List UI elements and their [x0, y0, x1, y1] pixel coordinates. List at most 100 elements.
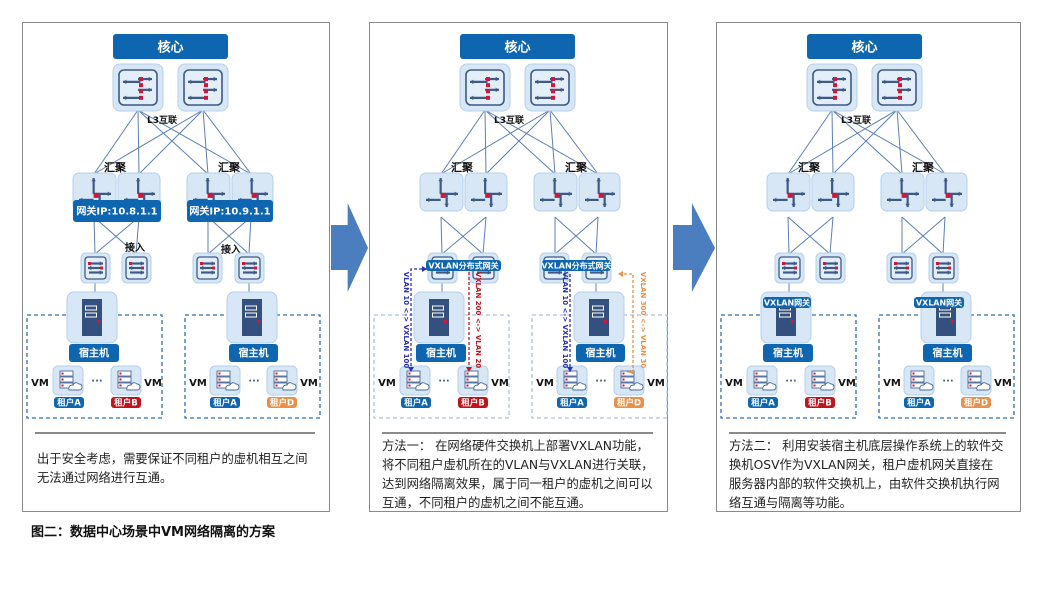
tenant-b-label-bg [805, 397, 835, 408]
core-agg-link [137, 109, 140, 175]
port-dot [833, 83, 837, 88]
port-dot [129, 262, 132, 265]
port-dot [242, 262, 245, 265]
port-dot [835, 266, 838, 270]
arrow-right-head [213, 87, 217, 93]
port-dot [551, 95, 555, 100]
aggregation-switch-icon [533, 172, 578, 212]
gateway-ip-label-bg [187, 200, 273, 222]
server-slot [464, 376, 479, 383]
core-switch-icon [177, 63, 229, 112]
core-label-bg [113, 34, 228, 59]
vxlan-gateway-label-text: VXLAN网关 [916, 297, 962, 307]
aggregation-label: 汇聚 [565, 161, 588, 174]
slot-led [61, 378, 64, 381]
arrow-right-head [611, 191, 615, 197]
access-switch-icon [815, 252, 846, 284]
cloud-icon [820, 382, 835, 391]
access-switch-icon [121, 252, 152, 284]
core-agg-link [93, 109, 204, 175]
port-dot [898, 95, 902, 100]
arrow-up-head [829, 178, 835, 182]
description-line: 服务器内部的软件交换机上，由软件交换机执行网 [729, 477, 1000, 491]
agg-access-link [482, 216, 487, 255]
port-dot [100, 266, 103, 270]
core-agg-link [440, 109, 486, 175]
tenant-d-label-text: 租户D [270, 398, 294, 409]
port-dot [139, 83, 143, 88]
vlan-mapping-label: VLAN 10 <-> VXLAN 100 [402, 272, 410, 369]
divider [35, 432, 315, 434]
vlan-mapping-arrow [410, 268, 427, 372]
port-dot [833, 77, 837, 82]
gateway-ip-label-text: 网关IP:10.8.1.1 [76, 205, 157, 218]
core-agg-link [137, 109, 252, 175]
host-label-bg [416, 344, 466, 362]
vxlan-distributed-gateway-label-text: VXLAN分布式网关 [428, 260, 498, 270]
vm-label: VM [647, 378, 665, 389]
aggregation-switch-icon [811, 172, 855, 212]
arrow-left-head [932, 197, 936, 203]
arrow-right-head [253, 270, 257, 275]
port-dot [901, 192, 907, 198]
slot-led [408, 372, 411, 375]
drive-bay [592, 312, 604, 318]
slot-led [218, 378, 221, 381]
slot-led [565, 384, 568, 387]
vm-label: VM [378, 378, 396, 389]
arrow-right-head [793, 270, 797, 275]
slot-led [755, 384, 758, 387]
arrow-right-head [99, 270, 103, 275]
description-line: 达到网络隔离效果，属于同一租户的虚机之间可以 [382, 477, 653, 491]
vxlan-gateway-label-text: VXLAN网关 [764, 297, 810, 307]
arrow-right-head [495, 76, 499, 82]
l3-interconnect-label: L3互联 [147, 114, 178, 126]
cloud-icon [126, 382, 141, 391]
panel-method-two: 方法二： 利用安装宿主机底层操作系统上的软件交 换机OSV作为VXLAN网关，租… [716, 22, 1021, 512]
slot-led [969, 378, 972, 381]
tenant-a-label-bg [54, 397, 84, 408]
vxlan-distributed-gateway-label-bg [542, 260, 611, 271]
core-agg-link [831, 109, 834, 175]
core-agg-link [831, 109, 946, 175]
agg-access-link [94, 216, 140, 255]
tenant-a-label: 租户A [401, 397, 431, 409]
description-line: 将不同租户虚机所在的VLAN与VXLAN进行关联， [382, 458, 654, 472]
slot-led [466, 384, 469, 387]
agg-access-link [787, 216, 790, 255]
host-label: 宿主机 [923, 344, 972, 362]
core-agg-link [787, 109, 833, 175]
cloud-icon [473, 382, 488, 391]
tenant-d-label-text: 租户D [964, 398, 988, 409]
l3-interconnect-label: L3互联 [494, 114, 525, 126]
arrow-right-head [140, 261, 144, 266]
host-label-text: 宿主机 [933, 347, 963, 360]
arrow-right-head [905, 261, 909, 266]
core-switch-icon [112, 63, 164, 112]
drive-bay [779, 312, 791, 318]
description-line: 无法通过网络进行互通。 [37, 471, 173, 485]
arrow-up-head [596, 178, 601, 182]
port-dot [251, 192, 257, 198]
power-led [791, 320, 794, 323]
drive-bay [85, 312, 97, 318]
arrow-left-head [782, 265, 786, 271]
port-dot [833, 89, 837, 94]
port-dot [945, 192, 951, 198]
tenant-a-label-text: 租户A [404, 398, 428, 409]
tenant-d-label-bg [614, 397, 644, 408]
core-agg-link [138, 109, 204, 175]
vm-label: VM [838, 378, 856, 389]
agg-access-link [440, 216, 484, 255]
access-switch-icon [774, 252, 805, 284]
tenant-a-label-text: 租户A [751, 398, 775, 409]
port-dot [141, 266, 144, 270]
device-inner [812, 69, 852, 106]
aggregation-switch-icon [766, 172, 811, 212]
server-slot [117, 370, 132, 377]
arrow-left-head [936, 265, 940, 271]
slot-led [912, 384, 915, 387]
vm-icon [457, 365, 489, 396]
tenant-a-label-bg [904, 397, 934, 408]
port-dot [139, 95, 143, 100]
